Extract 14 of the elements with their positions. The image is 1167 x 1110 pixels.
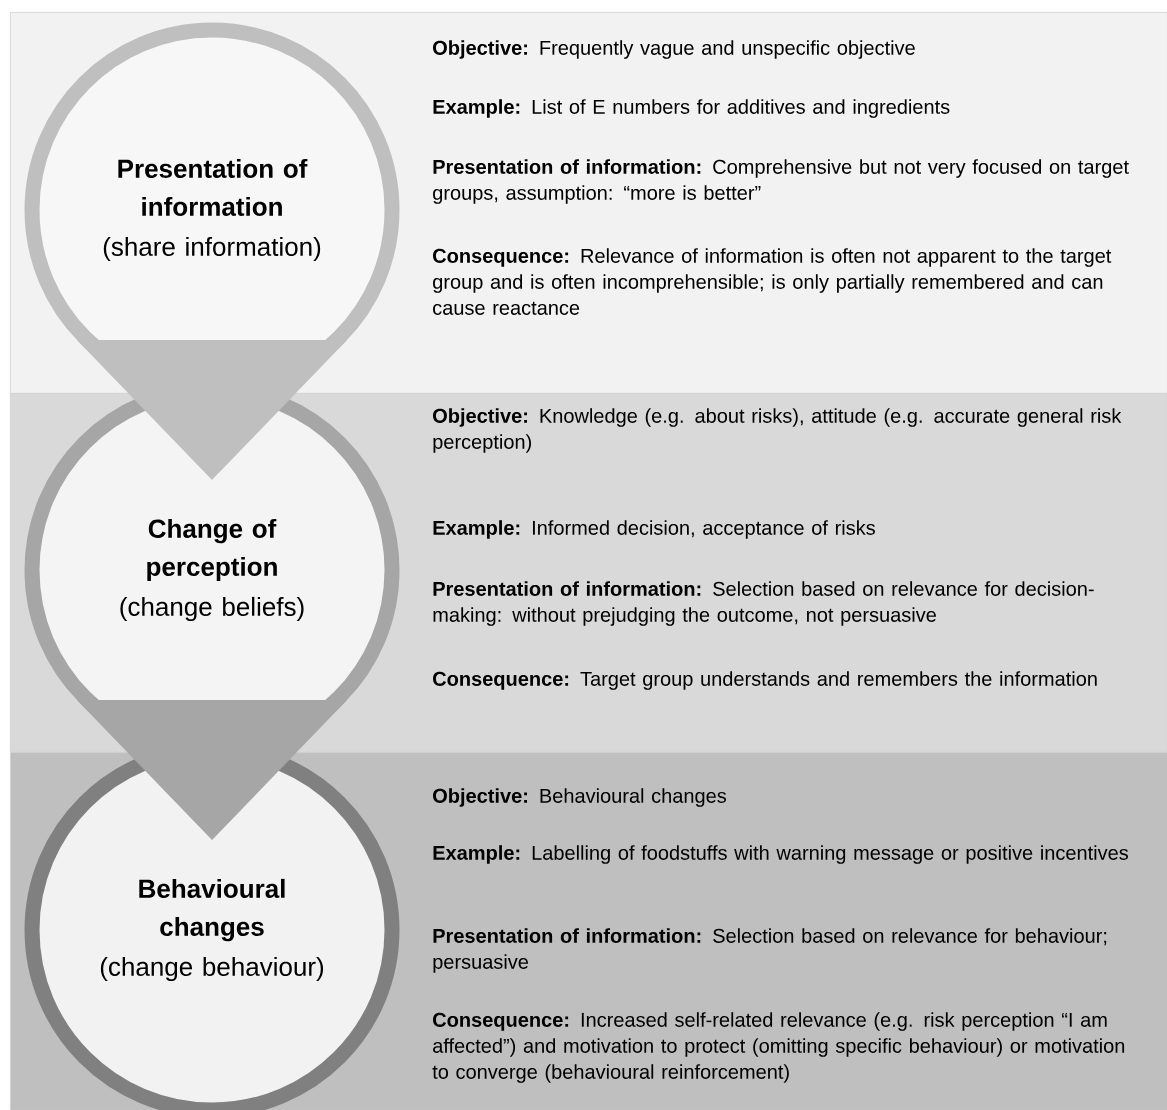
text-paragraph: Consequence: Increased self-related relevance (e.g. risk perception “I am affected”) and motivation to protect (omitting specific behaviour) or motivation to converge (behavioural reinforcement) [432, 1012, 1125, 1083]
text-paragraph: Presentation of information: Comprehensive but not very focused on target groups, assumption: “more is better” [433, 159, 1129, 204]
text-paragraph: Presentation of information: Selection based on relevance for behaviour; persuasive [433, 928, 1107, 973]
text-paragraph: Objective: Frequently vague and unspecific objective [433, 40, 915, 59]
text-paragraph: Presentation of information: Selection based on relevance for decision-making: without prejudging the outcome, not persuasive [433, 581, 1094, 626]
text-paragraph: Example: Informed decision, acceptance of risks [433, 520, 875, 539]
pointer-arrow [77, 339, 347, 480]
text-paragraph: Example: Labelling of foodstuffs with warning message or positive incentives [433, 845, 1128, 864]
text-paragraph: Objective: Knowledge (e.g. about risks), attitude (e.g. accurate general risk perception) [433, 408, 1122, 453]
text-paragraph: Consequence: Target group understands and remembers the information [433, 671, 1097, 690]
pointer-arrow [77, 699, 347, 840]
text-paragraph: Consequence: Relevance of information is often not apparent to the target group and is often incomprehensible; is only partially remembered and can cause reactance [433, 248, 1112, 315]
text-paragraph: Objective: Behavioural changes [433, 788, 727, 807]
text-paragraph: Example: List of E numbers for additives and ingredients [433, 99, 950, 118]
